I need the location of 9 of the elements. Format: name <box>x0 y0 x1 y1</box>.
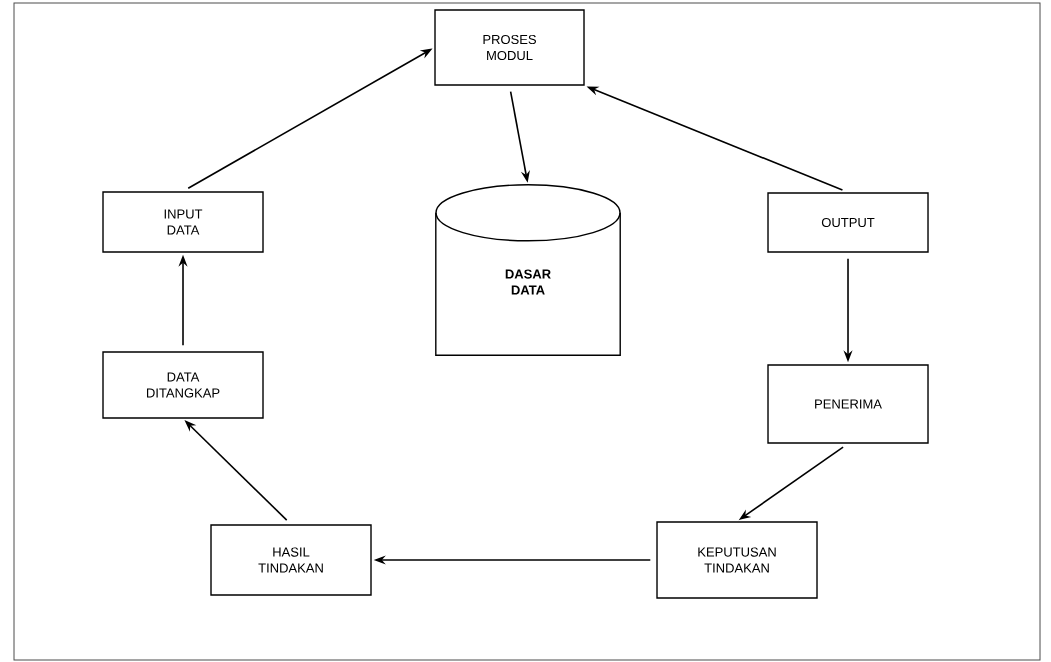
process-box: PENERIMA <box>767 364 929 444</box>
node-label: DASAR DATA <box>505 269 551 295</box>
process-box: HASIL TINDAKAN <box>210 524 372 596</box>
database-cylinder: DASAR DATA <box>435 184 621 356</box>
process-box: OUTPUT <box>767 192 929 253</box>
process-box: KEPUTUSAN TINDAKAN <box>656 521 818 599</box>
process-box: INPUT DATA <box>102 191 264 253</box>
process-box: DATA DITANGKAP <box>102 351 264 419</box>
process-box: PROSES MODUL <box>434 9 585 86</box>
